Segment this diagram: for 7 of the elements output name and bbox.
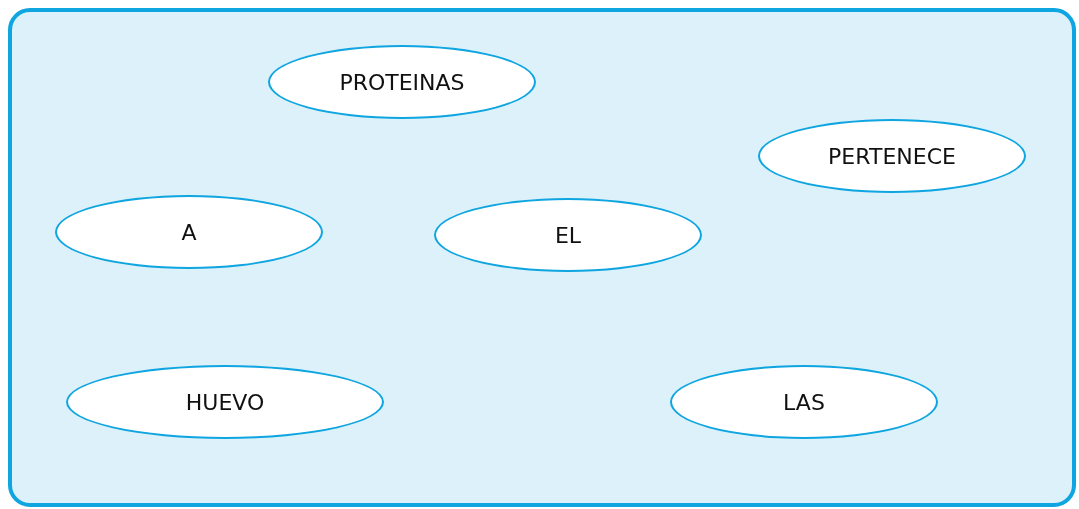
concept-label: PROTEINAS [339, 69, 465, 95]
concept-label: A [181, 219, 197, 245]
concept-label: PERTENECE [828, 143, 956, 169]
concept-label: HUEVO [185, 389, 265, 415]
concept-label: EL [554, 222, 582, 248]
panel-background [8, 8, 1076, 507]
concept-label: LAS [783, 389, 825, 415]
